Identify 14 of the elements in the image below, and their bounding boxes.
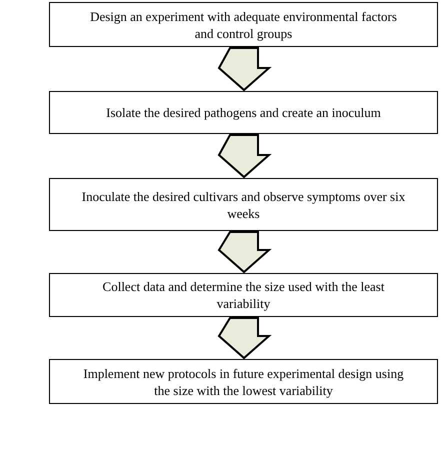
block-arrow [218, 317, 272, 360]
step-text: Inoculate the desired cultivars and observe symptoms over six weeks [80, 188, 406, 222]
process-box [49, 178, 438, 231]
step-text: Collect data and determine the size used with the least variability [102, 278, 386, 312]
process-box [49, 2, 438, 47]
block-arrow [218, 47, 272, 92]
step-text: Isolate the desired pathogens and create an inoculum [106, 104, 381, 121]
step-text: Design an experiment with adequate environmental factors and control groups [89, 8, 398, 42]
process-box [49, 273, 438, 317]
process-box [49, 91, 438, 134]
step-text: Implement new protocols in future experimental design using the size with the lowest variability [82, 364, 405, 398]
process-box [49, 359, 438, 404]
block-arrow [218, 231, 272, 274]
block-arrow [218, 134, 272, 178]
